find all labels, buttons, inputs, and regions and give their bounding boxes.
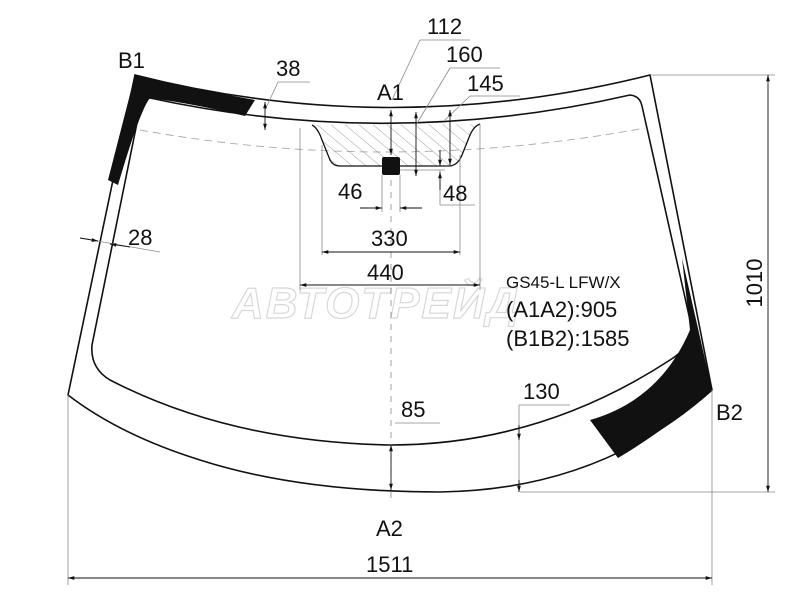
part-code: GS45-L LFW/X: [506, 273, 621, 292]
dim-160: 160: [446, 42, 483, 67]
dim-130: 130: [523, 379, 560, 404]
glass-inner-edge: [91, 94, 692, 446]
dim-28: 28: [128, 225, 152, 250]
dim-330: 330: [371, 226, 408, 251]
dim-1010: 1010: [742, 259, 767, 308]
dimension-arrows: [68, 75, 770, 580]
dim-1511: 1511: [366, 552, 413, 577]
dim-112: 112: [427, 14, 462, 39]
black-band-top-left: [108, 75, 255, 185]
glass-outer-edge: [67, 74, 713, 493]
sensor-mount: [382, 157, 400, 175]
a1a2-value: (A1A2):905: [506, 297, 617, 322]
dim-440: 440: [367, 260, 404, 285]
dim-145: 145: [467, 71, 504, 96]
point-b2: B2: [716, 400, 743, 425]
extension-lines: [67, 39, 775, 585]
dim-85: 85: [401, 397, 425, 422]
dim-38: 38: [276, 56, 300, 81]
b1b2-value: (B1B2):1585: [506, 326, 630, 351]
point-a2: A2: [376, 516, 403, 541]
black-band-right: [590, 258, 712, 458]
point-b1: B1: [118, 48, 145, 73]
dim-48: 48: [443, 181, 467, 206]
dim-46: 46: [338, 179, 362, 204]
point-a1: A1: [377, 80, 404, 105]
